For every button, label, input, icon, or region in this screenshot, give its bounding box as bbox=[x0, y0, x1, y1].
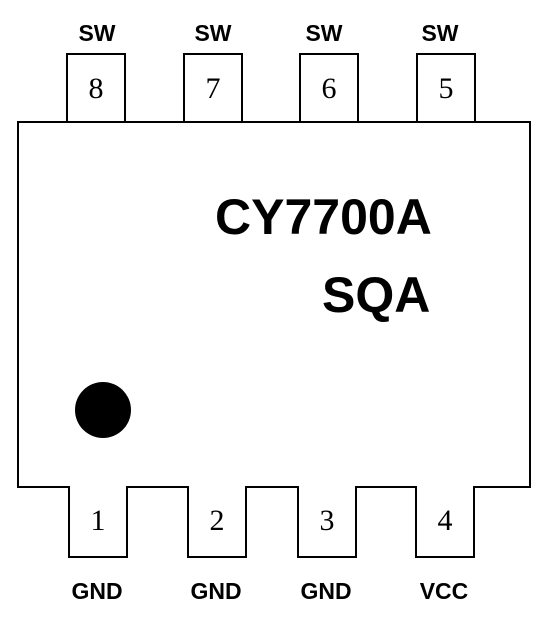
pin-6: 6 bbox=[299, 53, 359, 123]
pin-3: 3 bbox=[297, 486, 357, 558]
pin-1: 1 bbox=[68, 486, 128, 558]
pin-2-name: GND bbox=[190, 578, 242, 604]
pin-6-name: SW bbox=[305, 20, 343, 46]
pin-5-name: SW bbox=[421, 20, 459, 46]
pin-6-number: 6 bbox=[321, 72, 337, 105]
pin-2-number: 2 bbox=[209, 504, 225, 537]
chip-part-number: CY7700A bbox=[215, 189, 432, 245]
pin-3-number: 3 bbox=[319, 504, 335, 537]
pin-7-name: SW bbox=[194, 20, 232, 46]
pin-7: 7 bbox=[183, 53, 243, 123]
pin-8-name: SW bbox=[78, 20, 116, 46]
pin-4-name: VCC bbox=[419, 578, 469, 604]
pin-4-number: 4 bbox=[437, 504, 453, 537]
pin1-indicator-dot bbox=[75, 382, 131, 438]
pin-1-name: GND bbox=[71, 578, 123, 604]
chip-package-code: SQA bbox=[322, 267, 431, 323]
pin-5: 5 bbox=[416, 53, 476, 123]
pin-7-number: 7 bbox=[205, 72, 221, 105]
pin-1-number: 1 bbox=[90, 504, 106, 537]
pin-5-number: 5 bbox=[438, 72, 454, 105]
pin-8: 8 bbox=[66, 53, 126, 123]
pin-3-name: GND bbox=[300, 578, 352, 604]
pin-4: 4 bbox=[415, 486, 475, 558]
pin-2: 2 bbox=[187, 486, 247, 558]
pin-8-number: 8 bbox=[88, 72, 104, 105]
